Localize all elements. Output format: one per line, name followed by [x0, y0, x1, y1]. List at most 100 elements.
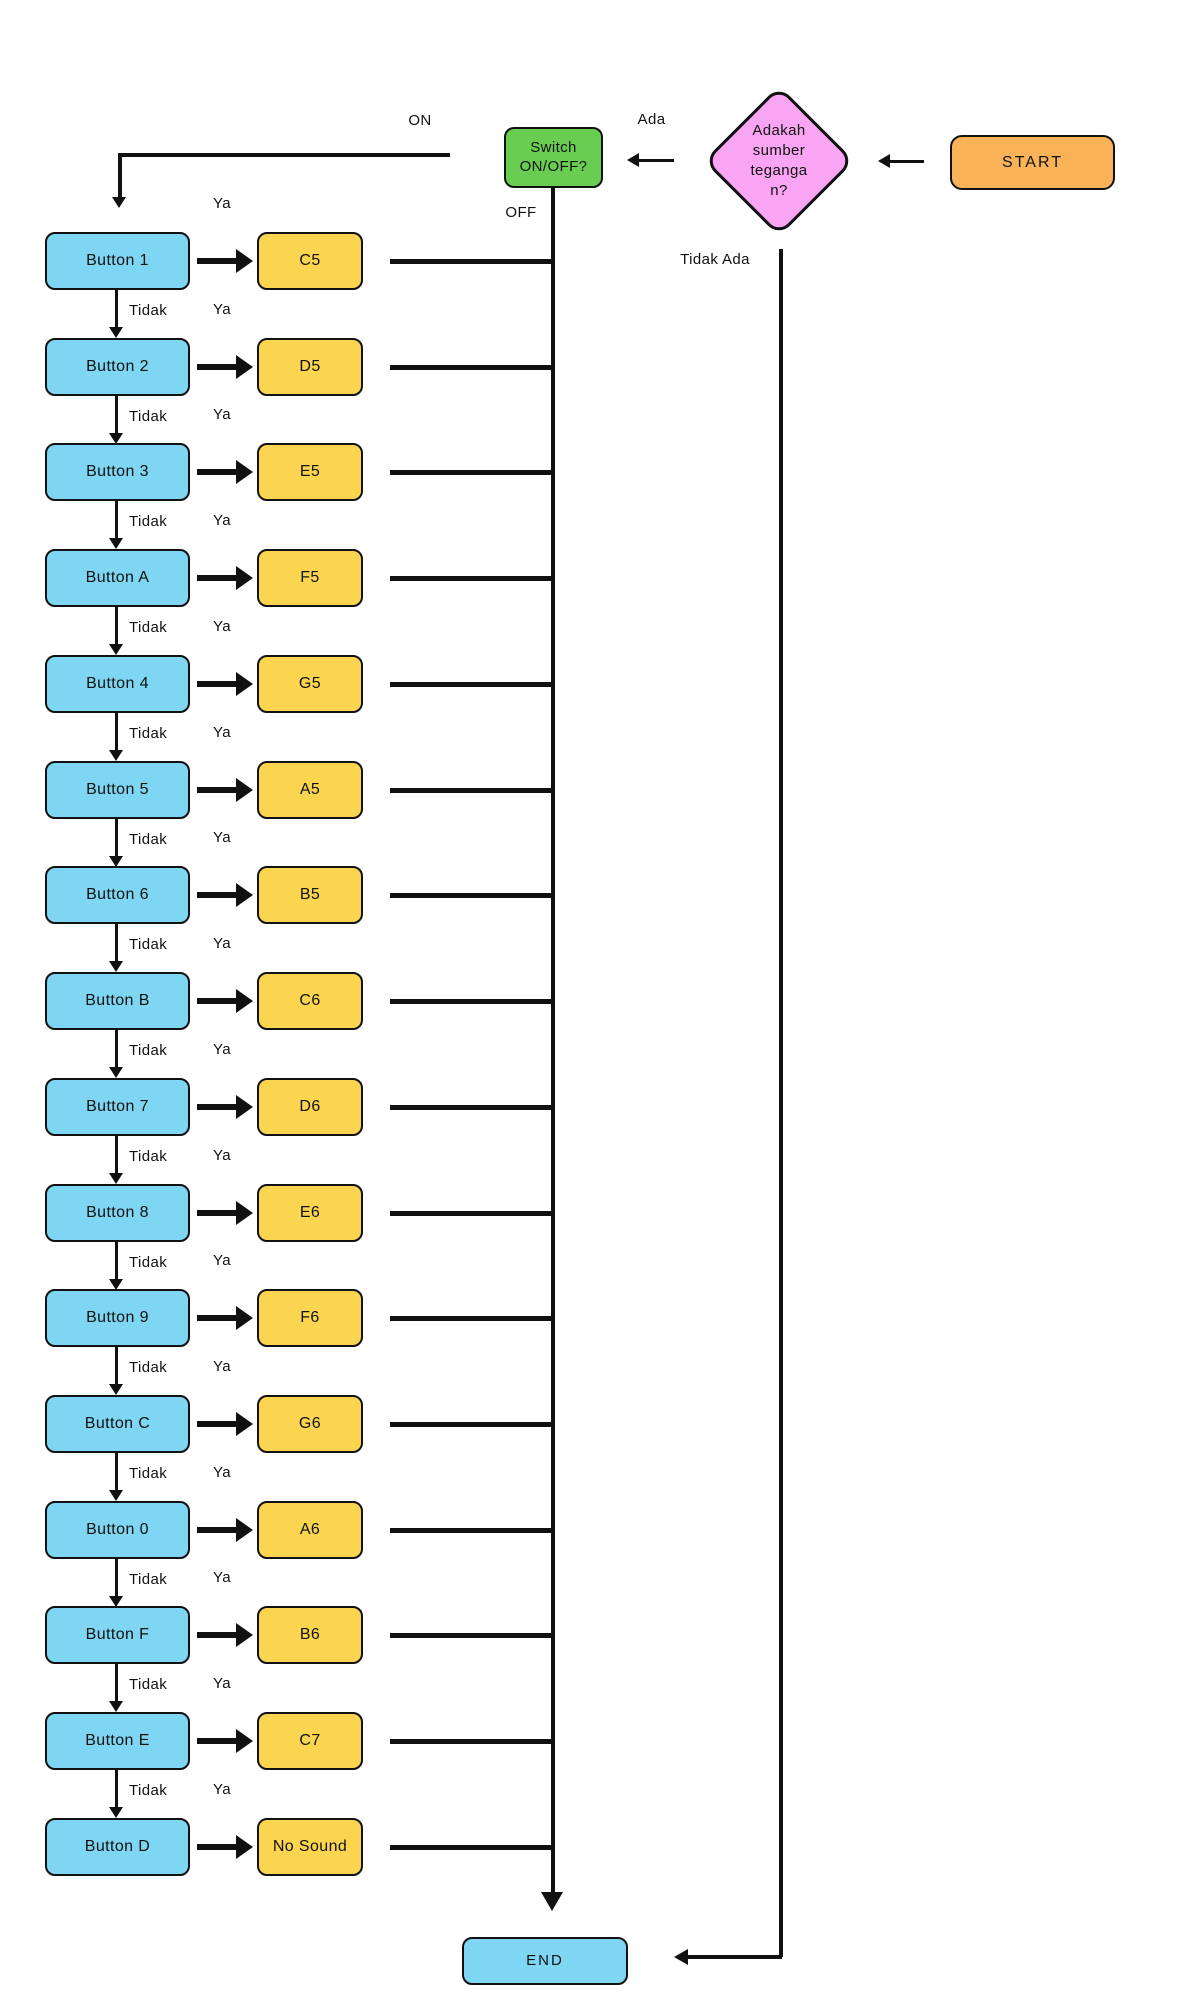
- decision-line: n?: [770, 181, 788, 199]
- note-to-bus-line: [390, 1633, 553, 1638]
- flow-row: Button 5 Ya A5 Tidak: [0, 724, 1200, 867]
- start-to-diamond-line: [889, 160, 924, 163]
- edge-label-tidak: Tidak: [129, 936, 168, 953]
- end-node: END: [462, 1937, 628, 1985]
- flow-row: Button 2 Ya D5 Tidak: [0, 301, 1200, 444]
- ya-arrow-shaft: [197, 1632, 236, 1638]
- note-to-bus-line: [390, 1211, 553, 1216]
- button-node: Button B: [45, 972, 190, 1030]
- on-edge-line: [120, 153, 450, 157]
- edge-label-tidak: Tidak: [129, 513, 168, 530]
- ya-arrow-shaft: [197, 1738, 236, 1744]
- button-node: Button C: [45, 1395, 190, 1453]
- edge-label-ya: Ya: [212, 406, 232, 423]
- note-node: A5: [257, 761, 363, 819]
- note-to-bus-line: [390, 365, 553, 370]
- tidak-ada-line-vertical: [779, 249, 783, 1957]
- ya-arrow-shaft: [197, 1844, 236, 1850]
- ya-arrow-shaft: [197, 1421, 236, 1427]
- edge-label-tidak: Tidak: [129, 408, 168, 425]
- tidak-arrow-head: [109, 538, 123, 549]
- edge-label-ya: Ya: [212, 829, 232, 846]
- on-edge-drop: [118, 153, 122, 198]
- edge-label-ya: Ya: [212, 1041, 232, 1058]
- edge-label-ya: Ya: [212, 512, 232, 529]
- tidak-arrow-head: [109, 1701, 123, 1712]
- edge-label-tidak: Tidak: [129, 1042, 168, 1059]
- tidak-arrow-shaft: [115, 819, 118, 857]
- tidak-arrow-shaft: [115, 290, 118, 328]
- ya-arrow-head: [236, 1412, 253, 1436]
- ya-arrow-head: [236, 1095, 253, 1119]
- ya-arrow-shaft: [197, 575, 236, 581]
- ya-arrow-shaft: [197, 1315, 236, 1321]
- ya-arrow-head: [236, 989, 253, 1013]
- edge-label-ya: Ya: [212, 1252, 232, 1269]
- edge-label-tidak: Tidak: [129, 302, 168, 319]
- tidak-arrow-head: [109, 1596, 123, 1607]
- ya-arrow-head: [236, 778, 253, 802]
- note-node: C7: [257, 1712, 363, 1770]
- note-node: D5: [257, 338, 363, 396]
- flow-row: Button 8 Ya E6 Tidak: [0, 1147, 1200, 1290]
- decision-text: Adakah sumber teganga n?: [729, 121, 829, 201]
- button-node: Button D: [45, 1818, 190, 1876]
- note-to-bus-line: [390, 576, 553, 581]
- edge-label-ya: Ya: [212, 1781, 232, 1798]
- off-bus-line: [550, 188, 555, 1894]
- tidak-arrow-shaft: [115, 1242, 118, 1280]
- note-to-bus-line: [390, 1316, 553, 1321]
- button-node: Button 4: [45, 655, 190, 713]
- button-node: Button 2: [45, 338, 190, 396]
- tidak-arrow-head: [109, 433, 123, 444]
- ya-arrow-head: [236, 1518, 253, 1542]
- flow-row: Button D Ya No Sound: [0, 1781, 1200, 1876]
- tidak-arrow-shaft: [115, 396, 118, 434]
- note-to-bus-line: [390, 1528, 553, 1533]
- ya-arrow-head: [236, 1201, 253, 1225]
- decision-line: Adakah: [752, 122, 806, 139]
- on-arrow-head: [112, 197, 126, 208]
- button-node: Button 0: [45, 1501, 190, 1559]
- edge-label-tidak: Tidak: [129, 1571, 168, 1588]
- diamond-to-switch-arrow-head: [627, 153, 639, 167]
- flow-row: Button F Ya B6 Tidak: [0, 1569, 1200, 1712]
- flow-row: Button E Ya C7 Tidak: [0, 1675, 1200, 1818]
- note-to-bus-line: [390, 682, 553, 687]
- decision-line: sumber: [752, 141, 806, 159]
- ya-arrow-head: [236, 672, 253, 696]
- note-node: C6: [257, 972, 363, 1030]
- edge-label-ya: Ya: [212, 301, 232, 318]
- edge-label-on: ON: [408, 112, 432, 129]
- edge-label-tidak: Tidak: [129, 831, 168, 848]
- edge-label-ya: Ya: [212, 1569, 232, 1586]
- note-node: G5: [257, 655, 363, 713]
- flow-row: Button 6 Ya B5 Tidak: [0, 829, 1200, 972]
- flow-row: Button C Ya G6 Tidak: [0, 1358, 1200, 1501]
- button-node: Button 7: [45, 1078, 190, 1136]
- button-node: Button 6: [45, 866, 190, 924]
- start-node: START: [950, 135, 1115, 190]
- edge-label-ya: Ya: [212, 1464, 232, 1481]
- flow-row: Button B Ya C6 Tidak: [0, 935, 1200, 1078]
- flow-row: Button 1 Ya C5 Tidak: [0, 195, 1200, 338]
- flow-row: Button 3 Ya E5 Tidak: [0, 406, 1200, 549]
- note-node: C5: [257, 232, 363, 290]
- flow-row: Button 0 Ya A6 Tidak: [0, 1464, 1200, 1607]
- off-bus-arrow-head: [541, 1892, 563, 1911]
- flow-row: Button 9 Ya F6 Tidak: [0, 1252, 1200, 1395]
- tidak-arrow-shaft: [115, 1770, 118, 1808]
- button-node: Button 3: [45, 443, 190, 501]
- edge-label-ya: Ya: [212, 1675, 232, 1692]
- tidak-arrow-head: [109, 1173, 123, 1184]
- tidak-arrow-head: [109, 644, 123, 655]
- edge-label-tidak: Tidak: [129, 1465, 168, 1482]
- diamond-to-switch-line: [638, 159, 674, 162]
- ya-arrow-shaft: [197, 364, 236, 370]
- edge-label-ya: Ya: [212, 1358, 232, 1375]
- ya-arrow-head: [236, 460, 253, 484]
- note-node: F5: [257, 549, 363, 607]
- button-node: Button 9: [45, 1289, 190, 1347]
- ya-arrow-shaft: [197, 1527, 236, 1533]
- ya-arrow-shaft: [197, 1104, 236, 1110]
